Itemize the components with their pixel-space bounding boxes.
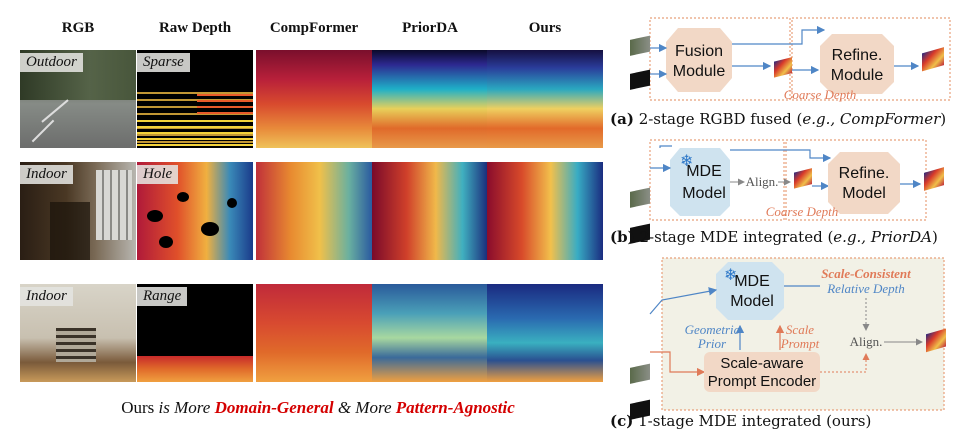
scene-tag: Indoor (20, 165, 73, 184)
scale-prompt-line2: Prompt (780, 336, 820, 351)
header-ours: Ours (528, 20, 562, 36)
mde-model-b-line1: MDE (686, 163, 722, 180)
label-b: (b) 2-stage MDE integrated (e.g., PriorD… (610, 228, 938, 246)
output-depth-thumb (924, 167, 944, 191)
geometric-prior-line1: Geometric (685, 322, 740, 337)
rgb-image-indoor-2: Indoor (20, 284, 136, 382)
refine-module (820, 34, 894, 94)
bottom-caption: Ours is More Domain-General & More Patte… (18, 398, 618, 418)
scale-prompt-line1: Scale (786, 322, 814, 337)
snowflake-icon: ❄ (680, 151, 693, 170)
scale-aware-prompt-encoder (704, 352, 820, 392)
arrow (730, 149, 832, 163)
coarse-depth-label: Coarse Depth (784, 87, 857, 102)
ours-depth-outdoor (487, 50, 603, 148)
header-rgb: RGB (61, 20, 95, 36)
mde-model-c-line2: Model (730, 293, 774, 310)
coarse-depth-thumb (774, 57, 792, 78)
priorda-depth-indoor-2 (372, 284, 488, 382)
compformer-depth-outdoor (256, 50, 372, 148)
fusion-module-line2: Module (673, 63, 726, 80)
arrow (650, 351, 706, 377)
priorda-depth-indoor-1 (372, 162, 488, 260)
header-compformer: CompFormer (269, 20, 359, 36)
pattern-tag: Hole (137, 165, 179, 184)
mde-model-b-line2: Model (682, 185, 726, 202)
refine-module-line1: Refine. (832, 47, 883, 64)
pattern-tag: Range (137, 287, 188, 306)
encoder-line2: Prompt Encoder (708, 373, 816, 390)
priorda-depth-outdoor (372, 50, 488, 148)
rgb-image-indoor-1: Indoor (20, 162, 136, 260)
depth-input-thumb (630, 69, 650, 90)
fusion-module-line1: Fusion (675, 43, 723, 60)
raw-depth-hole: Hole (137, 162, 253, 260)
refine-module-line2: Module (831, 67, 884, 84)
depth-input-thumb (630, 223, 650, 244)
caption-is-more: is More (154, 398, 215, 417)
arrow (820, 353, 870, 373)
pattern-tag: Sparse (137, 53, 190, 72)
encoder-line1: Scale-aware (720, 355, 803, 372)
mde-model-c (716, 262, 784, 320)
label-a: (a) 2-stage RGBD fused (e.g., CompFormer… (610, 110, 947, 128)
ours-depth-indoor-1 (487, 162, 603, 260)
output-depth-thumb (926, 328, 946, 353)
snowflake-icon: ❄ (724, 265, 737, 284)
header-priorda: PriorDA (402, 20, 458, 36)
fusion-module (666, 28, 732, 92)
align-label-b: Align. (746, 174, 779, 189)
arrow (732, 25, 826, 45)
scene-tag: Indoor (20, 287, 73, 306)
rgb-input-thumb (630, 187, 650, 208)
output-depth-thumb (922, 47, 944, 72)
align-label-c: Align. (850, 334, 883, 349)
depth-input-thumb (630, 399, 650, 420)
caption-domain-general: Domain-General (214, 398, 334, 417)
refine-model-b-line2: Model (842, 185, 886, 202)
arrow (659, 145, 672, 148)
caption-and-more: & More (333, 398, 396, 417)
raw-depth-sparse: Sparse (137, 50, 253, 148)
relative-depth-label: Relative Depth (826, 281, 905, 296)
raw-depth-range: Range (137, 284, 253, 382)
pipeline-diagram: Fusion Module Refine. Module Coarse Dept… (630, 17, 951, 420)
refine-model-b (828, 152, 900, 214)
caption-ours: Ours (121, 398, 155, 417)
rgb-image-outdoor: Outdoor (20, 50, 136, 148)
geometric-prior-line2: Prior (697, 336, 727, 351)
header-raw-depth: Raw Depth (158, 20, 232, 36)
mde-model-b (670, 148, 730, 216)
ours-depth-indoor-2 (487, 284, 603, 382)
coarse-depth-thumb (794, 168, 812, 189)
rgb-input-thumb (630, 363, 650, 384)
scene-tag: Outdoor (20, 53, 83, 72)
refine-model-b-line1: Refine. (839, 165, 890, 182)
rgb-input-thumb (630, 35, 650, 56)
mde-model-c-line1: MDE (734, 273, 770, 290)
compformer-depth-indoor-1 (256, 162, 372, 260)
compformer-depth-indoor-2 (256, 284, 372, 382)
label-c: (c) 1-stage MDE integrated (ours) (610, 412, 872, 430)
caption-pattern-agnostic: Pattern-Agnostic (395, 398, 515, 417)
arrow (649, 287, 718, 315)
scale-consistent-label: Scale-Consistent (821, 266, 911, 281)
coarse-depth-label-b: Coarse Depth (766, 204, 839, 219)
